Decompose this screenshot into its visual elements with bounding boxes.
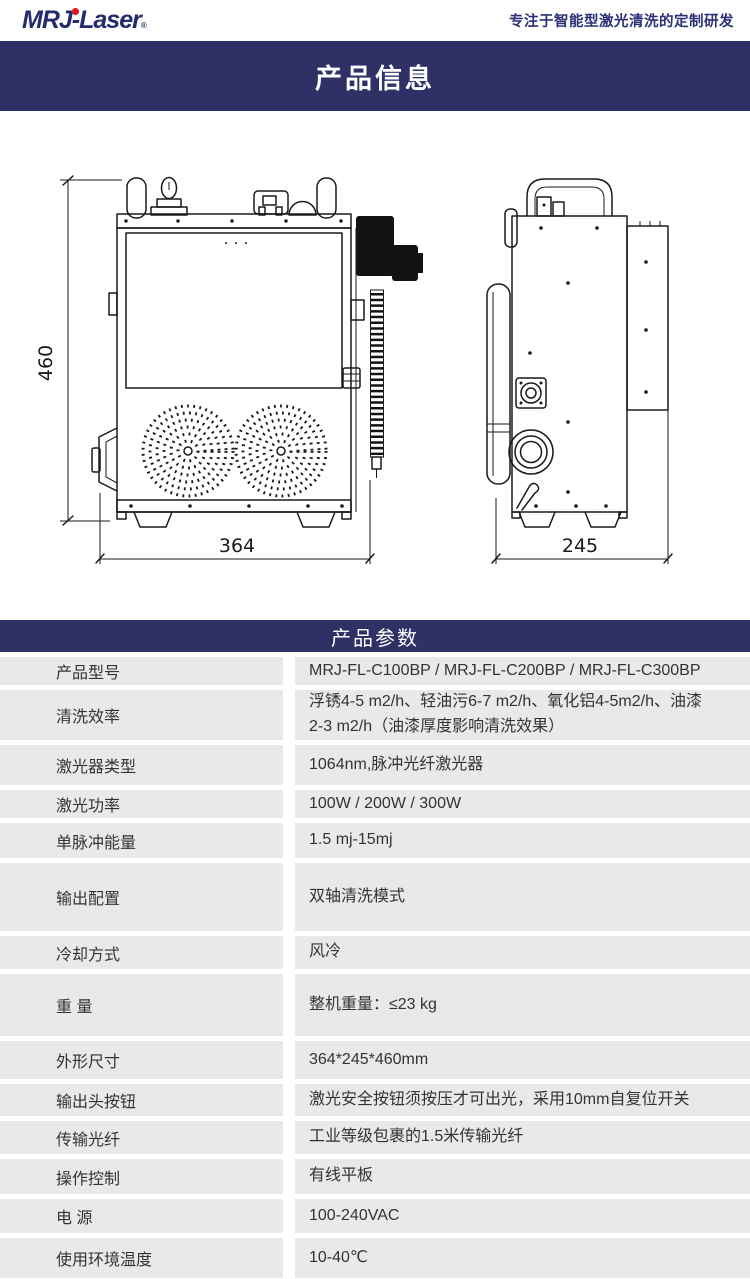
product-info-banner-title: 产品信息: [315, 63, 435, 94]
table-row-cleaning-efficiency: 清洗效率 浮锈4-5 m2/h、轻油污6-7 m2/h、氧化铝4-5m2/h、油…: [0, 690, 750, 740]
product-info-banner: 产品信息: [0, 41, 750, 111]
key-switch: [150, 176, 188, 216]
param-value: 1064nm,脉冲光纤激光器: [295, 745, 750, 785]
table-row-laser-power: 激光功率 100W / 200W / 300W: [0, 790, 750, 818]
front-view-drawing: 460: [35, 175, 423, 564]
right-motor-unit: [356, 216, 423, 281]
table-row-model: 产品型号 MRJ-FL-C100BP / MRJ-FL-C200BP / MRJ…: [0, 657, 750, 685]
param-value: 风冷: [295, 936, 750, 969]
table-row-power-supply: 电 源 100-240VAC: [0, 1199, 750, 1233]
machine-body-front: [116, 227, 352, 513]
param-value: 整机重量：≤23 kg: [295, 974, 750, 1036]
param-label: 重 量: [0, 974, 283, 1036]
right-hinge: [350, 299, 365, 321]
table-row-dimensions: 外形尺寸 364*245*460mm: [0, 1041, 750, 1079]
param-value: MRJ-FL-C100BP / MRJ-FL-C200BP / MRJ-FL-C…: [295, 657, 750, 685]
handle-post-right: [316, 177, 337, 219]
left-tab: [108, 292, 118, 316]
dim-label-height: 460: [35, 345, 57, 381]
param-value: 有线平板: [295, 1159, 750, 1194]
param-value: 1.5 mj-15mj: [295, 823, 750, 858]
logo-text-laser: -Laser: [71, 6, 142, 34]
table-row-weight: 重 量 整机重量：≤23 kg: [0, 974, 750, 1036]
side-connector: [515, 377, 547, 409]
registered-mark: ®: [140, 21, 147, 30]
param-value: 100-240VAC: [295, 1199, 750, 1233]
parameter-table: 产品型号 MRJ-FL-C100BP / MRJ-FL-C200BP / MRJ…: [0, 657, 750, 1278]
param-value: 100W / 200W / 300W: [295, 790, 750, 818]
side-view-drawing: 245: [486, 178, 673, 564]
param-label: 输出头按钮: [0, 1084, 283, 1116]
dim-height-460: 460: [35, 175, 122, 526]
fan-grille-right: [234, 404, 328, 498]
dim-width-364: 364: [95, 480, 375, 564]
param-label: 激光器类型: [0, 745, 283, 785]
table-row-control: 操作控制 有线平板: [0, 1159, 750, 1194]
table-row-cooling: 冷却方式 风冷: [0, 936, 750, 969]
side-round-port: [508, 429, 554, 475]
technical-drawings-section: 460: [0, 111, 750, 620]
param-label: 使用环境温度: [0, 1238, 283, 1278]
param-label: 冷却方式: [0, 936, 283, 969]
param-value: 双轴清洗模式: [295, 863, 750, 931]
bottom-bar-front: [116, 499, 352, 513]
param-label: 传输光纤: [0, 1121, 283, 1154]
side-foot-right: [584, 511, 622, 528]
side-top-latch: [504, 208, 518, 248]
top-connector: [253, 190, 289, 216]
param-label: 操作控制: [0, 1159, 283, 1194]
left-bracket: [91, 427, 118, 492]
rear-panel: [626, 221, 669, 411]
dome-button: [288, 200, 317, 216]
table-row-operating-temp: 使用环境温度 10-40℃: [0, 1238, 750, 1278]
table-row-output-config: 输出配置 双轴清洗模式: [0, 863, 750, 931]
logo-text-mrj: MRJ: [22, 6, 73, 34]
foot-left: [133, 511, 173, 528]
param-value: 浮锈4-5 m2/h、轻油污6-7 m2/h、氧化铝4-5m2/h、油漆2-3 …: [295, 690, 750, 740]
param-label: 清洗效率: [0, 690, 283, 740]
param-value: 364*245*460mm: [295, 1041, 750, 1079]
product-params-banner-title: 产品参数: [331, 627, 419, 650]
fiber-nut: [342, 367, 361, 389]
param-value: 工业等级包裹的1.5米传输光纤: [295, 1121, 750, 1154]
table-row-output-button: 输出头按钮 激光安全按钮须按压才可出光，采用10mm自复位开关: [0, 1084, 750, 1116]
param-value: 10-40℃: [295, 1238, 750, 1278]
table-row-pulse-energy: 单脉冲能量 1.5 mj-15mj: [0, 823, 750, 858]
top-header-bar: MRJ-Laser® 专注于智能型激光清洗的定制研发: [0, 0, 750, 41]
param-label: 输出配置: [0, 863, 283, 931]
foot-right: [296, 511, 336, 528]
dim-label-width: 364: [219, 535, 255, 557]
top-cover: [116, 213, 352, 229]
fiber-outlet: [371, 456, 382, 470]
company-tagline: 专注于智能型激光清洗的定制研发: [509, 14, 734, 30]
side-left-cover: [486, 283, 511, 485]
front-panel: [125, 232, 343, 389]
dim-label-depth: 245: [562, 535, 598, 557]
side-handle: [526, 178, 613, 217]
side-foot-left: [518, 511, 556, 528]
param-value: 激光安全按钮须按压才可出光，采用10mm自复位开关: [295, 1084, 750, 1116]
table-row-laser-type: 激光器类型 1064nm,脉冲光纤激光器: [0, 745, 750, 785]
fan-grille-left: [141, 404, 235, 498]
param-label: 产品型号: [0, 657, 283, 685]
brand-logo: MRJ-Laser®: [22, 8, 147, 33]
param-label: 电 源: [0, 1199, 283, 1233]
handle-post-left: [126, 177, 147, 219]
dimension-drawings-svg: 460: [35, 175, 673, 564]
dim-depth-245: 245: [491, 410, 673, 564]
param-label: 单脉冲能量: [0, 823, 283, 858]
logo-red-dot-icon: [72, 8, 79, 15]
right-striped-rail: [370, 289, 384, 458]
product-params-banner: 产品参数: [0, 620, 750, 652]
param-label: 激光功率: [0, 790, 283, 818]
table-row-fiber: 传输光纤 工业等级包裹的1.5米传输光纤: [0, 1121, 750, 1154]
strain-hook: [516, 482, 540, 511]
param-label: 外形尺寸: [0, 1041, 283, 1079]
